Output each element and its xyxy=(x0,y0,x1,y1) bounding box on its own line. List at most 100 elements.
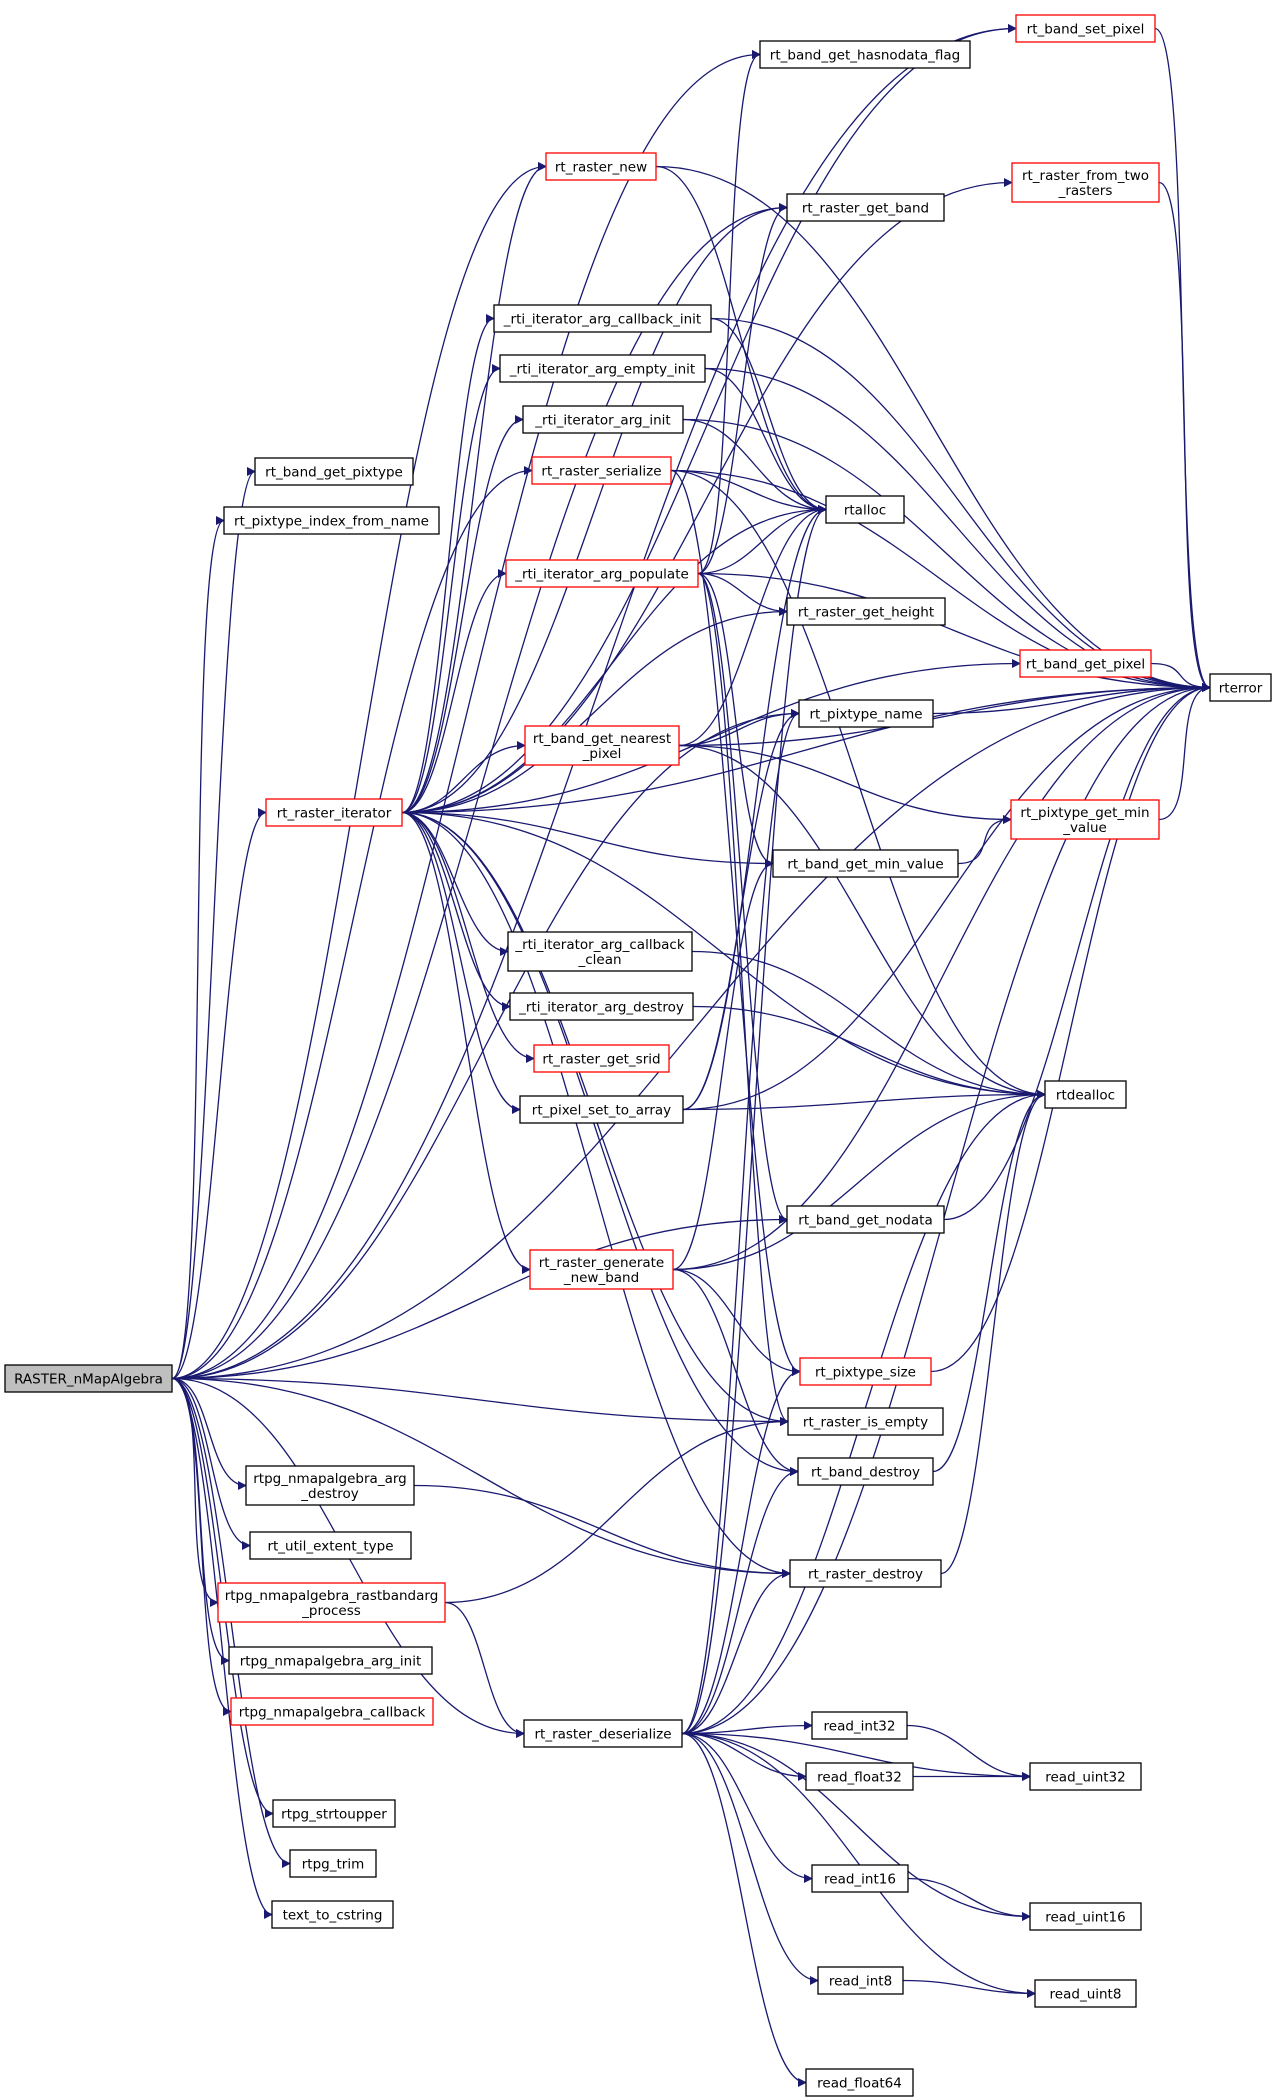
node-read-float32[interactable]: read_float32 xyxy=(805,1762,914,1791)
node-box xyxy=(254,457,414,486)
node-rt-band-get-min-value[interactable]: rt_band_get_min_value xyxy=(772,849,959,878)
node-label: rt_band_get_nearest xyxy=(533,731,671,747)
node-rt-band-get-pixel[interactable]: rt_band_get_pixel xyxy=(1019,649,1152,678)
edge-rtpg-nmapalgebra-rastbandarg-process-to-rt-raster-deserialize xyxy=(444,1601,525,1738)
node-rt-raster-get-srid[interactable]: rt_raster_get_srid xyxy=(533,1044,670,1073)
node-rt-raster-get-band[interactable]: rt_raster_get_band xyxy=(786,193,945,222)
node-rt-raster-serialize[interactable]: rt_raster_serialize xyxy=(531,456,672,485)
node-rt-band-get-hasnodata-flag[interactable]: rt_band_get_hasnodata_flag xyxy=(759,40,971,69)
node-label: read_int8 xyxy=(829,1974,892,1990)
node-label: rt_raster_generate xyxy=(539,1255,665,1271)
node-box xyxy=(759,40,971,69)
node-rtdealloc[interactable]: rtdealloc xyxy=(1044,1080,1127,1109)
edge-rt-raster-iterator-to-rti-iterator-arg-callback-init xyxy=(401,314,495,814)
node-label: rterror xyxy=(1219,681,1263,697)
node-rt-raster-new[interactable]: rt_raster_new xyxy=(545,152,657,181)
edge-rt-raster-iterator-to-rt-band-get-nearest-pixel xyxy=(401,741,526,814)
node-rti-iterator-arg-init[interactable]: _rti_iterator_arg_init xyxy=(522,405,684,434)
node-text-to-cstring[interactable]: text_to_cstring xyxy=(271,1900,394,1929)
node-rterror[interactable]: rterror xyxy=(1209,673,1272,702)
node-read-uint16[interactable]: read_uint16 xyxy=(1029,1902,1142,1931)
node-rt-raster-generate-new-band[interactable]: rt_raster_generate_new_band xyxy=(529,1249,674,1290)
node-box xyxy=(519,1095,684,1124)
node-rt-band-get-pixtype[interactable]: rt_band_get_pixtype xyxy=(254,457,414,486)
edge-rt-raster-deserialize-to-read-int8 xyxy=(681,1732,819,1985)
node-box xyxy=(523,1719,683,1748)
edge-rt-raster-deserialize-to-read-float32 xyxy=(681,1732,807,1781)
node-rtpg-nmapalgebra-callback[interactable]: rtpg_nmapalgebra_callback xyxy=(230,1697,434,1726)
node-rtpg-trim[interactable]: rtpg_trim xyxy=(289,1849,377,1878)
node-label: rtalloc xyxy=(844,503,886,519)
edge-rt-raster-serialize-to-rt-pixtype-size xyxy=(670,469,801,1376)
edge-rt-raster-iterator-to-rt-raster-get-srid xyxy=(401,811,535,1063)
node-rt-raster-is-empty[interactable]: rt_raster_is_empty xyxy=(787,1407,944,1436)
node-label: rt_raster_get_height xyxy=(798,605,934,621)
node-rt-raster-deserialize[interactable]: rt_raster_deserialize xyxy=(523,1719,683,1748)
node-rt-raster-get-height[interactable]: rt_raster_get_height xyxy=(786,597,946,626)
node-rtpg-nmapalgebra-rastbandarg-process[interactable]: rtpg_nmapalgebra_rastbandarg_process xyxy=(217,1582,446,1623)
node-rti-iterator-arg-empty-init[interactable]: _rti_iterator_arg_empty_init xyxy=(499,354,706,383)
edge-rti-iterator-arg-init-to-rterror xyxy=(682,418,1211,692)
node-rti-iterator-arg-callback-init[interactable]: _rti_iterator_arg_callback_init xyxy=(493,304,712,333)
node-read-float64[interactable]: read_float64 xyxy=(805,2068,914,2097)
node-rtpg-strtoupper[interactable]: rtpg_strtoupper xyxy=(272,1799,396,1828)
node-box xyxy=(493,304,712,333)
node-rti-iterator-arg-populate[interactable]: _rti_iterator_arg_populate xyxy=(505,559,699,588)
node-rti-iterator-arg-destroy[interactable]: _rti_iterator_arg_destroy xyxy=(509,992,694,1021)
node-rti-iterator-arg-callback-clean[interactable]: _rti_iterator_arg_callback_clean xyxy=(507,931,693,972)
node-label: _rti_iterator_arg_init xyxy=(534,413,670,429)
node-rt-band-destroy[interactable]: rt_band_destroy xyxy=(797,1457,934,1486)
node-read-uint8[interactable]: read_uint8 xyxy=(1034,1979,1137,2008)
node-rtalloc[interactable]: rtalloc xyxy=(825,495,905,524)
node-rt-raster-from-two-rasters[interactable]: rt_raster_from_two_rasters xyxy=(1011,162,1160,203)
node-box xyxy=(805,1762,914,1791)
node-box xyxy=(249,1531,412,1560)
node-rt-util-extent-type[interactable]: rt_util_extent_type xyxy=(249,1531,412,1560)
node-rt-band-get-nearest-pixel[interactable]: rt_band_get_nearest_pixel xyxy=(524,725,680,766)
edge-raster-nmapalgebra-to-rterror xyxy=(171,683,1211,1380)
node-read-uint32[interactable]: read_uint32 xyxy=(1029,1762,1142,1791)
node-rt-pixtype-size[interactable]: rt_pixtype_size xyxy=(799,1357,932,1386)
edge-rt-raster-iterator-to-rt-band-get-min-value xyxy=(401,811,774,868)
edge-raster-nmapalgebra-to-rtpg-nmapalgebra-callback xyxy=(171,1377,232,1716)
node-box xyxy=(1044,1080,1127,1109)
node-label: read_float64 xyxy=(817,2076,902,2092)
node-rt-pixtype-name[interactable]: rt_pixtype_name xyxy=(798,699,934,728)
node-rt-pixel-set-to-array[interactable]: rt_pixel_set_to_array xyxy=(519,1095,684,1124)
node-rt-pixtype-get-min-value[interactable]: rt_pixtype_get_min_value xyxy=(1010,799,1160,840)
node-box xyxy=(1015,14,1156,43)
node-rt-raster-iterator[interactable]: rt_raster_iterator xyxy=(265,798,403,827)
node-label: rt_band_get_pixel xyxy=(1026,657,1145,673)
node-label: rt_pixtype_name xyxy=(809,707,922,723)
node-box xyxy=(545,152,657,181)
edge-rt-raster-generate-new-band-to-rt-band-get-min-value xyxy=(672,859,774,1271)
node-read-int8[interactable]: read_int8 xyxy=(817,1966,904,1995)
node-label: rt_band_get_pixtype xyxy=(265,465,403,481)
node-rt-band-set-pixel[interactable]: rt_band_set_pixel xyxy=(1015,14,1156,43)
node-rtpg-nmapalgebra-arg-destroy[interactable]: rtpg_nmapalgebra_arg_destroy xyxy=(245,1465,415,1506)
node-read-int16[interactable]: read_int16 xyxy=(811,1864,909,1893)
edge-rti-iterator-arg-destroy-to-rtdealloc xyxy=(692,1005,1046,1099)
node-rtpg-nmapalgebra-arg-init[interactable]: rtpg_nmapalgebra_arg_init xyxy=(228,1646,433,1675)
node-label: rt_raster_is_empty xyxy=(803,1415,928,1431)
edge-rt-raster-deserialize-to-read-int32 xyxy=(681,1721,813,1735)
node-label: read_uint16 xyxy=(1045,1910,1126,1926)
node-read-int32[interactable]: read_int32 xyxy=(811,1711,908,1740)
node-rt-raster-destroy[interactable]: rt_raster_destroy xyxy=(789,1559,942,1588)
edge-rt-pixel-set-to-array-to-rtdealloc xyxy=(682,1090,1046,1111)
node-box xyxy=(505,559,699,588)
node-label: rtpg_trim xyxy=(302,1857,364,1873)
node-box xyxy=(1029,1762,1142,1791)
edge-rt-raster-deserialize-to-rt-pixtype-size xyxy=(681,1367,801,1735)
node-raster-nmapalgebra[interactable]: RASTER_nMapAlgebra xyxy=(4,1364,173,1393)
node-rt-pixtype-index-from-name[interactable]: rt_pixtype_index_from_name xyxy=(223,506,440,535)
edge-rt-band-get-nearest-pixel-to-rtalloc xyxy=(678,505,827,747)
node-box xyxy=(797,1457,934,1486)
node-box xyxy=(786,597,946,626)
edge-rt-raster-iterator-to-rti-iterator-arg-populate xyxy=(401,569,507,814)
node-label: read_uint32 xyxy=(1045,1770,1126,1786)
node-label: rtpg_nmapalgebra_arg_init xyxy=(240,1654,422,1670)
node-rt-band-get-nodata[interactable]: rt_band_get_nodata xyxy=(786,1205,945,1234)
edge-raster-nmapalgebra-to-rt-band-get-pixtype xyxy=(171,467,256,1380)
